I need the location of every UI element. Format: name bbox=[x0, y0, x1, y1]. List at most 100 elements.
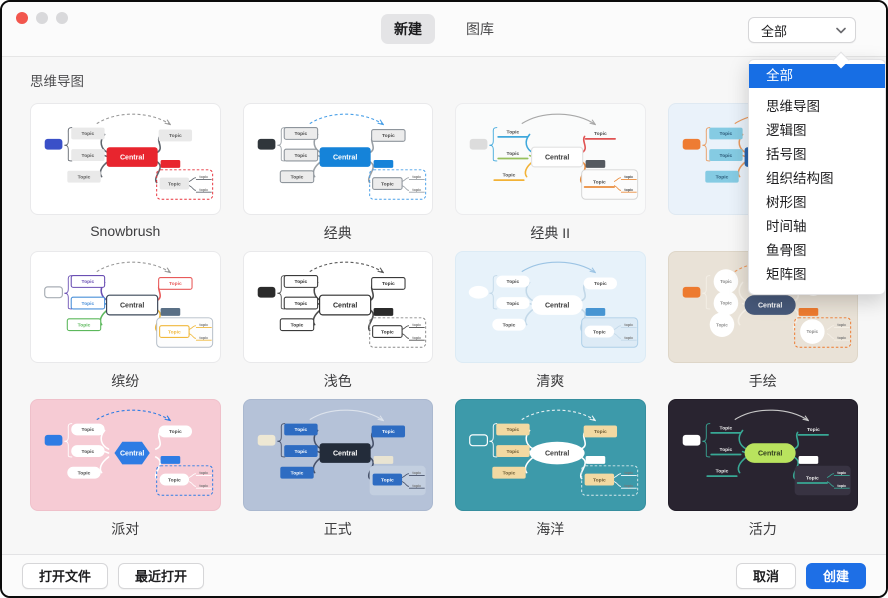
minimize-button[interactable] bbox=[36, 12, 48, 24]
recent-files-button[interactable]: 最近打开 bbox=[118, 562, 205, 589]
svg-text:Topic: Topic bbox=[594, 131, 607, 137]
zoom-button[interactable] bbox=[56, 12, 68, 24]
svg-text:topic: topic bbox=[624, 175, 633, 179]
svg-text:Central: Central bbox=[120, 303, 144, 310]
svg-text:Topic: Topic bbox=[169, 281, 182, 287]
template-thumbnail: TopicTopicTopicTopicTopictopictopicCentr… bbox=[257, 113, 426, 200]
svg-text:topic: topic bbox=[199, 336, 208, 340]
svg-text:Topic: Topic bbox=[294, 301, 307, 307]
create-button[interactable]: 创建 bbox=[805, 562, 866, 589]
template-name: Snowbrush bbox=[90, 223, 161, 239]
svg-text:topic: topic bbox=[837, 471, 846, 475]
svg-text:Topic: Topic bbox=[168, 181, 181, 187]
svg-text:topic: topic bbox=[199, 471, 208, 475]
template-thumbnail: TopicTopicTopicTopicTopictopictopicCentr… bbox=[469, 113, 639, 200]
svg-text:Topic: Topic bbox=[168, 329, 181, 335]
template-name: 派对 bbox=[111, 521, 140, 537]
svg-text:topic: topic bbox=[624, 336, 633, 340]
filter-option[interactable]: 思维导图 bbox=[766, 99, 820, 114]
svg-text:Topic: Topic bbox=[507, 279, 520, 285]
svg-text:Topic: Topic bbox=[593, 329, 606, 335]
svg-text:Topic: Topic bbox=[719, 153, 732, 159]
svg-text:topic: topic bbox=[412, 175, 421, 179]
svg-text:Topic: Topic bbox=[380, 477, 393, 483]
svg-text:Topic: Topic bbox=[169, 429, 182, 435]
svg-text:Central: Central bbox=[120, 451, 144, 458]
svg-text:Topic: Topic bbox=[593, 477, 606, 483]
svg-text:topic: topic bbox=[412, 323, 421, 327]
view-tabs: 新建 图库 bbox=[381, 14, 507, 44]
svg-text:Topic: Topic bbox=[507, 427, 520, 433]
svg-text:Topic: Topic bbox=[720, 301, 732, 306]
svg-text:Topic: Topic bbox=[380, 329, 393, 335]
svg-text:Topic: Topic bbox=[82, 449, 95, 455]
svg-text:topic: topic bbox=[412, 484, 421, 488]
template-name: 经典 II bbox=[530, 225, 571, 241]
filter-dropdown-menu: 全部思维导图逻辑图括号图组织结构图树形图时间轴鱼骨图矩阵图 bbox=[748, 51, 886, 295]
svg-text:Topic: Topic bbox=[594, 281, 607, 287]
svg-text:Topic: Topic bbox=[168, 477, 181, 483]
svg-text:topic: topic bbox=[837, 336, 846, 340]
filter-option[interactable]: 树形图 bbox=[766, 195, 807, 210]
template-thumbnail: TopicTopicTopicTopicTopictopictopicCentr… bbox=[44, 113, 214, 200]
filter-option[interactable]: 时间轴 bbox=[766, 219, 807, 234]
template-name: 缤纷 bbox=[111, 373, 140, 389]
svg-text:Topic: Topic bbox=[720, 279, 732, 284]
template-name: 海洋 bbox=[536, 521, 565, 537]
svg-text:topic: topic bbox=[624, 484, 633, 488]
filter-option[interactable]: 组织结构图 bbox=[766, 171, 834, 186]
svg-text:topic: topic bbox=[199, 175, 208, 179]
filter-option[interactable]: 全部 bbox=[749, 64, 885, 88]
svg-text:Topic: Topic bbox=[719, 447, 732, 453]
svg-text:Topic: Topic bbox=[82, 153, 95, 159]
tab-new[interactable]: 新建 bbox=[381, 14, 435, 44]
svg-text:Topic: Topic bbox=[719, 425, 732, 431]
svg-text:topic: topic bbox=[624, 188, 633, 192]
svg-text:Topic: Topic bbox=[381, 281, 394, 287]
svg-text:Topic: Topic bbox=[290, 470, 303, 476]
svg-text:Topic: Topic bbox=[294, 427, 307, 433]
close-button[interactable] bbox=[16, 12, 28, 24]
svg-text:Topic: Topic bbox=[507, 151, 520, 157]
filter-option[interactable]: 括号图 bbox=[766, 147, 807, 162]
svg-text:Central: Central bbox=[332, 451, 356, 458]
svg-text:Topic: Topic bbox=[82, 279, 95, 285]
cancel-button[interactable]: 取消 bbox=[735, 562, 796, 589]
svg-text:Topic: Topic bbox=[593, 179, 606, 185]
svg-text:Topic: Topic bbox=[719, 131, 732, 137]
svg-text:topic: topic bbox=[199, 323, 208, 327]
svg-text:Topic: Topic bbox=[294, 279, 307, 285]
svg-text:Central: Central bbox=[545, 155, 569, 162]
template-thumbnail: TopicTopicTopicTopicTopictopictopicCentr… bbox=[44, 409, 214, 496]
template-thumbnail: TopicTopicTopicTopicTopictopictopicCentr… bbox=[468, 261, 639, 348]
svg-text:Central: Central bbox=[332, 155, 356, 162]
filter-option[interactable]: 鱼骨图 bbox=[766, 243, 807, 258]
svg-text:Central: Central bbox=[757, 451, 781, 458]
section-title: 思维导图 bbox=[30, 74, 84, 89]
tab-gallery[interactable]: 图库 bbox=[466, 21, 494, 37]
template-thumbnail: TopicTopicTopicTopicTopictopictopicCentr… bbox=[44, 261, 214, 348]
filter-option[interactable]: 矩阵图 bbox=[766, 267, 807, 282]
svg-text:Topic: Topic bbox=[507, 129, 520, 135]
open-file-button[interactable]: 打开文件 bbox=[22, 562, 109, 589]
filter-select[interactable]: 全部 bbox=[748, 17, 856, 43]
svg-text:topic: topic bbox=[199, 188, 208, 192]
filter-option[interactable]: 逻辑图 bbox=[766, 123, 807, 138]
svg-text:Topic: Topic bbox=[380, 181, 393, 187]
